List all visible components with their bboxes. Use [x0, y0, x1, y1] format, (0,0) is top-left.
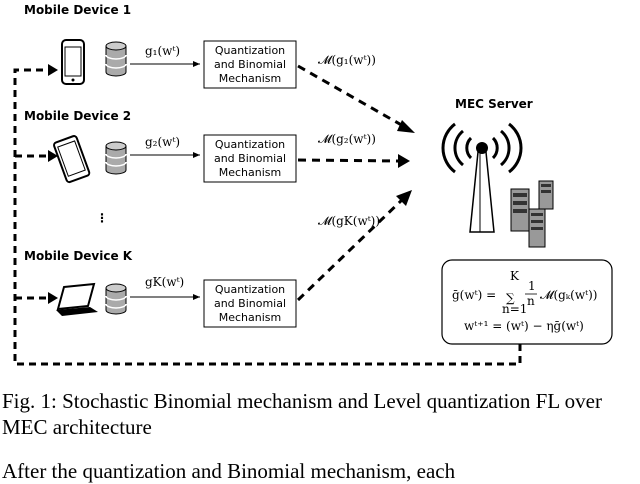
eq1-sum-top: K [510, 269, 520, 283]
upload-arrow-k [296, 195, 407, 302]
svg-text:and Binomial: and Binomial [214, 297, 286, 310]
gradient-label-1: g₁(wᵗ) [145, 44, 180, 58]
mechanism-output-k: 𝓜(gK(wᵗ)) [318, 214, 380, 228]
database-icon-2 [105, 141, 127, 175]
svg-text:Mechanism: Mechanism [219, 311, 282, 324]
svg-text:Quantization: Quantization [215, 44, 285, 57]
gradient-label-k: gK(wᵗ) [145, 275, 184, 289]
eq1-sum-bottom: n=1 [502, 302, 527, 316]
upload-arrowheads [396, 120, 415, 206]
mechanism-output-1: 𝓜(g₁(wᵗ)) [318, 53, 376, 67]
smartphone-icon [61, 39, 85, 85]
eq1-fraction-numerator: 1 [528, 279, 536, 293]
body-text-line: After the quantization and Binomial mech… [2, 459, 456, 483]
svg-text:and Binomial: and Binomial [214, 152, 286, 165]
server-label: MEC Server [455, 97, 533, 111]
mechanism-output-2: 𝓜(g₂(wᵗ)) [318, 132, 376, 146]
feedback-arrowheads [48, 64, 58, 304]
svg-text:Quantization: Quantization [215, 283, 285, 296]
svg-text:Mechanism: Mechanism [219, 72, 282, 85]
upload-arrow-2 [297, 158, 401, 163]
feedback-loop [13, 68, 522, 366]
eq1-sum-sign: ∑ [506, 291, 515, 305]
device-2-label: Mobile Device 2 [24, 109, 131, 123]
upload-arrow-1 [297, 64, 406, 129]
quantization-box-1: Quantization and Binomial Mechanism [203, 40, 297, 89]
architecture-diagram: Mobile Device 1 Mobile Device 2 Mobile D… [13, 3, 613, 366]
antenna-tower-icon [441, 122, 523, 233]
device-k-label: Mobile Device K [24, 249, 133, 263]
device-1-label: Mobile Device 1 [24, 3, 131, 17]
quantization-box-k: Quantization and Binomial Mechanism [203, 279, 297, 328]
database-icon-1 [105, 41, 127, 77]
eq1-lhs: ḡ(wᵗ) = [452, 288, 496, 302]
quantization-box-2: Quantization and Binomial Mechanism [203, 134, 297, 183]
figure-caption: Fig. 1: Stochastic Binomial mechanism an… [2, 389, 602, 439]
tablet-icon [53, 135, 91, 184]
aggregation-equation-box: ḡ(wᵗ) = K ∑ n=1 1 n 𝓜(gₖ(wᵗ)) wᵗ⁺¹ = (wᵗ… [441, 259, 613, 345]
laptop-icon [56, 282, 98, 316]
svg-text:Mechanism: Mechanism [219, 166, 282, 179]
server-rack-icon [510, 180, 554, 248]
eq1-rhs: 𝓜(gₖ(wᵗ)) [540, 288, 597, 302]
device-ellipsis: ⋮ [96, 211, 108, 225]
gradient-label-2: g₂(wᵗ) [145, 135, 180, 149]
svg-text:Quantization: Quantization [215, 138, 285, 151]
svg-text:and Binomial: and Binomial [214, 58, 286, 71]
eq2: wᵗ⁺¹ = (wᵗ) − ηḡ(wᵗ) [464, 319, 584, 333]
database-icon-k [105, 283, 127, 315]
eq1-fraction-denominator: n [527, 294, 535, 308]
